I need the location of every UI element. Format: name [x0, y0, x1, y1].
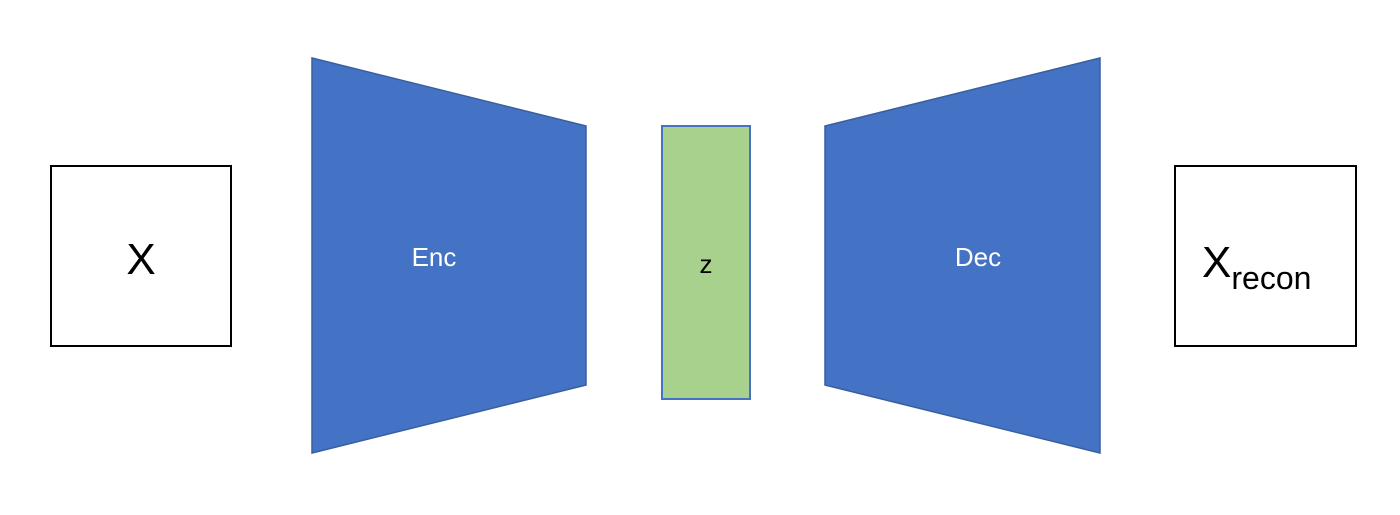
decoder-shape	[824, 57, 1101, 454]
output-label-subscript: recon	[1231, 260, 1311, 296]
latent-label: z	[700, 249, 713, 279]
input-node: X	[50, 165, 232, 347]
encoder-label: Enc	[412, 242, 457, 272]
output-label: Xrecon	[1202, 238, 1311, 296]
decoder-node: Dec	[824, 57, 1101, 454]
encoder-shape	[311, 57, 587, 454]
encoder-node: Enc	[311, 57, 587, 454]
input-box	[50, 165, 232, 347]
output-box	[1174, 165, 1357, 347]
latent-node: z	[661, 125, 751, 400]
input-label: X	[126, 235, 155, 284]
output-node: Xrecon	[1174, 165, 1357, 347]
latent-box	[661, 125, 751, 400]
decoder-label: Dec	[955, 242, 1001, 272]
output-label-main: X	[1202, 238, 1231, 287]
